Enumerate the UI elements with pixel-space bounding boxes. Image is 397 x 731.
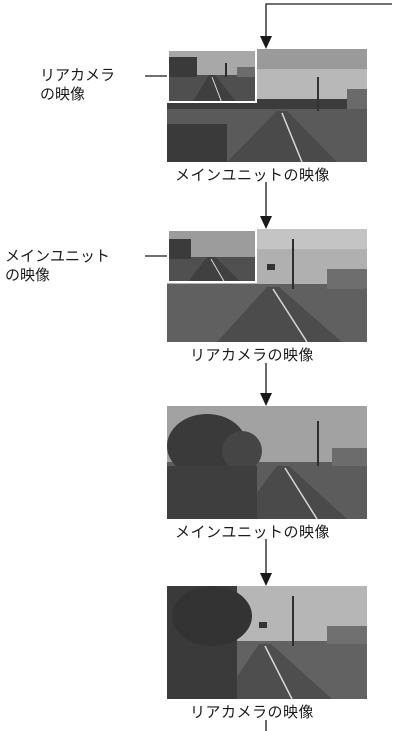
screen-main-full [167,406,367,519]
caption-4: リアカメラの映像 [190,703,315,721]
caption-1: メインユニットの映像 [175,166,331,184]
arrow-4 [260,573,272,586]
main-unit-pip [167,229,257,283]
arrow-1 [260,36,272,49]
road-photo-3 [167,406,367,519]
arrow-3 [260,393,272,406]
rear-camera-label-line2: の映像 [40,85,86,103]
screen-main-with-rear-pip [167,49,367,162]
screen-rear-with-main-pip [167,229,367,342]
main-unit-label: メインユニット の映像 [5,247,110,285]
pip-photo-1 [167,49,257,103]
rear-camera-label: リアカメラ の映像 [40,66,115,104]
main-unit-label-line2: の映像 [5,266,51,284]
screen-rear-full [167,586,367,699]
road-photo-4 [167,586,367,699]
main-unit-label-line1: メインユニット [5,247,111,265]
caption-3: メインユニットの映像 [175,523,331,541]
rear-camera-pip [167,49,257,103]
caption-2: リアカメラの映像 [190,346,315,364]
loop-line [265,3,392,38]
arrow-2 [260,216,272,229]
pip-photo-2 [167,229,257,283]
rear-camera-label-line1: リアカメラ [40,66,116,84]
